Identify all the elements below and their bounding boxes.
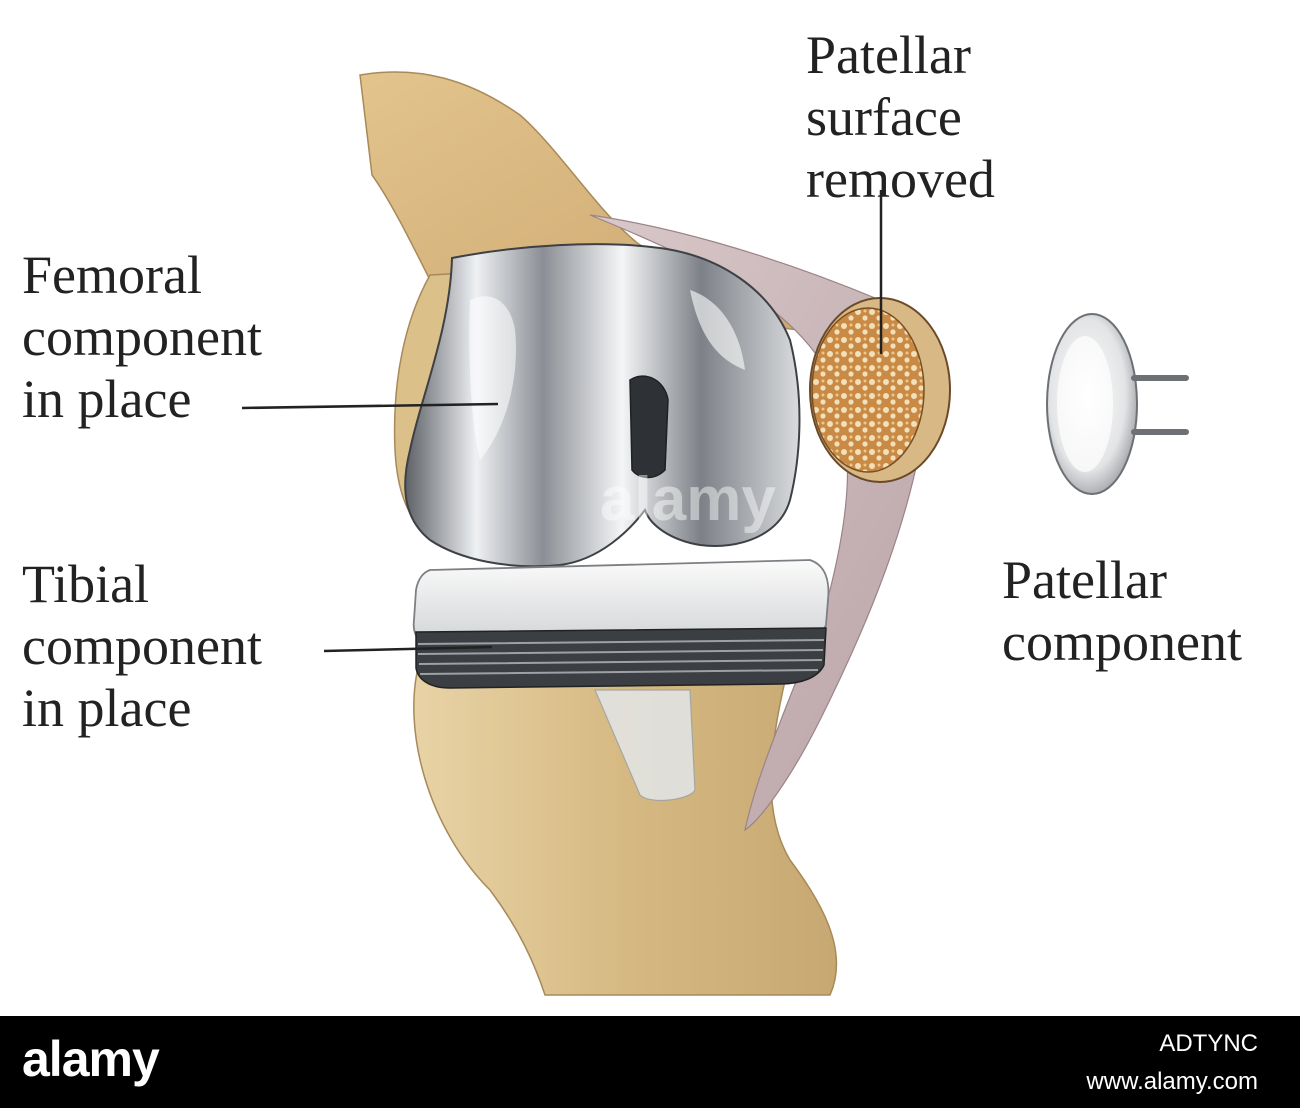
femoral-highlight: [469, 296, 516, 460]
patella-cut-surface: [811, 307, 925, 473]
femoral-highlight-2: [690, 290, 745, 370]
tibial-tray: [415, 627, 827, 689]
label-tibial-component: Tibial component in place: [22, 554, 262, 738]
footer-brand-logo: alamy: [22, 1031, 160, 1087]
leader-femoral: [241, 402, 499, 410]
footer-site-link[interactable]: www.alamy.com: [1086, 1068, 1258, 1095]
illustration-area: alamy Femoral component in place Tibial …: [22, 25, 1242, 996]
label-patellar-surface-removed: Patellar surface removed: [806, 25, 995, 209]
femoral-component-notch: [629, 375, 669, 479]
knee-replacement-illustration: alamy: [241, 71, 1189, 996]
patellar-pegs: [1131, 375, 1189, 435]
footer-image-code: ADTYNC: [1159, 1030, 1258, 1057]
label-patellar-component: Patellar component: [1002, 550, 1242, 672]
tibial-stem: [594, 689, 696, 801]
tibial-tray-rings: [417, 639, 825, 675]
patellar-component-dome: [1057, 336, 1113, 472]
label-femoral-component: Femoral component in place: [22, 245, 262, 429]
leader-tibial: [323, 645, 493, 653]
footer-bar: alamy ADTYNC www.alamy.com: [0, 1016, 1300, 1108]
watermark: alamy: [600, 465, 776, 534]
